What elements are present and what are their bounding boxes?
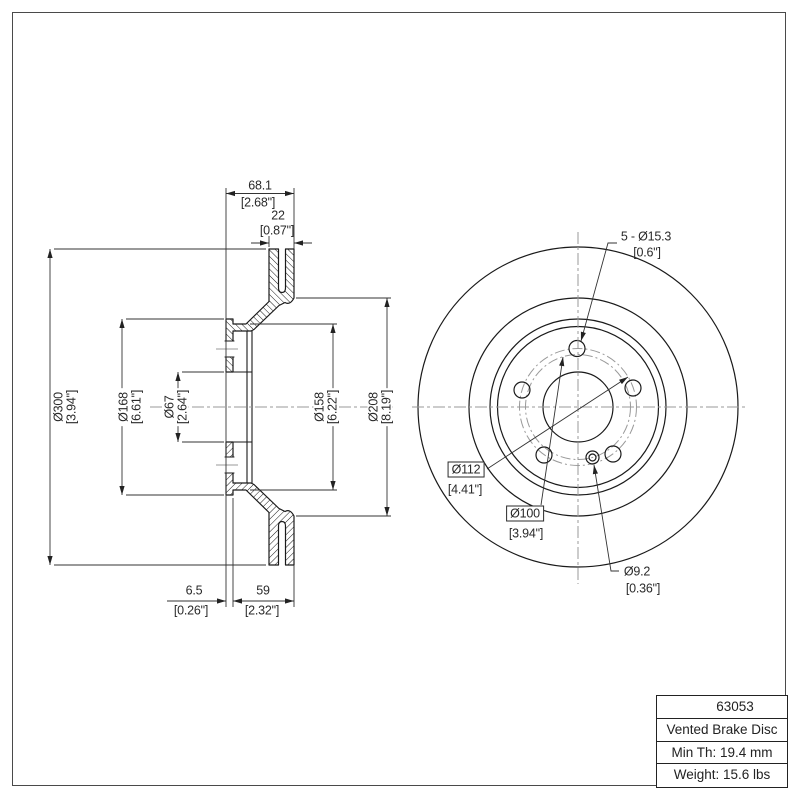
dim-set-screw-hole-value: Ø9.2 (623, 564, 651, 579)
dim-bore-diameter: Ø67[2.64"] (162, 387, 189, 427)
section-view (215, 248, 295, 566)
page-border (12, 12, 786, 786)
dim-outer-diameter: Ø300[3.94"] (51, 387, 78, 427)
centerlines (150, 232, 747, 584)
title-block-part-number: 63053 (716, 699, 754, 714)
title-block-min-thickness: Min Th: 19.4 mm (657, 740, 787, 763)
dim-overall-width-inch: [2.68"] (240, 195, 276, 210)
dim-overall-width-value: 68.1 (248, 178, 272, 193)
dim-bolt-circle-inch: [4.41"] (447, 482, 483, 497)
dim-set-screw-circle-value: Ø100 (506, 505, 544, 522)
dim-bolt-holes-value: 5 - Ø15.3 (620, 229, 672, 244)
dim-flange-offset-inch: [0.26"] (173, 603, 209, 618)
dim-ring-inner-diameter: Ø208[8.19"] (366, 387, 393, 427)
extension-lines (54, 188, 391, 607)
dim-ring-thickness-inch: [0.87"] (259, 223, 295, 238)
title-block-part-type: Vented Brake Disc (657, 718, 787, 740)
dim-ring-thickness-value: 22 (271, 208, 285, 223)
dim-flange-offset-value: 6.5 (185, 583, 203, 598)
set-screw-hole (585, 450, 600, 465)
bolt-holes (513, 339, 642, 464)
dim-hat-diameter: Ø158[6.22"] (312, 387, 339, 427)
dim-hat-depth-value: 59 (256, 583, 270, 598)
dim-hat-depth-inch: [2.32"] (244, 603, 280, 618)
dim-set-screw-circle-inch: [3.94"] (508, 526, 544, 541)
dim-bolt-circle-value: Ø112 (447, 461, 485, 478)
dim-flange-diameter: Ø168[6.61"] (116, 387, 143, 427)
title-block-weight: Weight: 15.6 lbs (657, 763, 787, 785)
dim-bolt-holes-inch: [0.6"] (633, 245, 661, 260)
title-block: 63053 Vented Brake Disc Min Th: 19.4 mm … (656, 695, 788, 788)
leader-lines (486, 242, 629, 572)
dim-set-screw-hole-inch: [0.36"] (625, 581, 661, 596)
